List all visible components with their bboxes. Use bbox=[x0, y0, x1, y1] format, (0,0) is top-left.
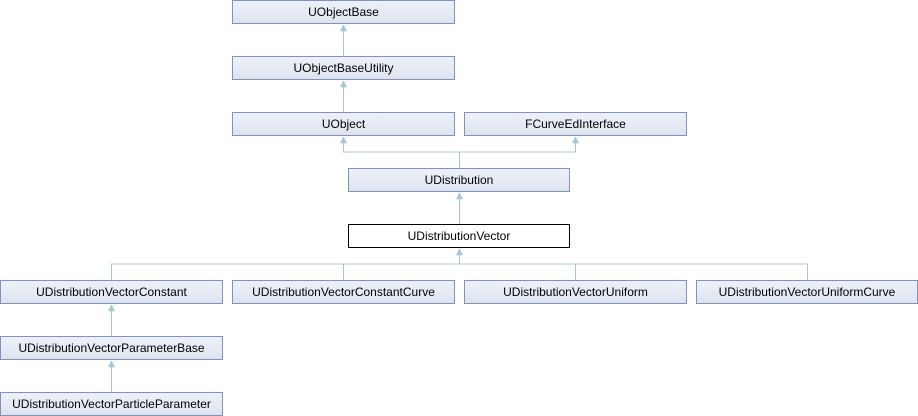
node-udistributionvectorparticleparameter[interactable]: UDistributionVectorParticleParameter bbox=[0, 392, 223, 416]
node-udistributionvectoruniform[interactable]: UDistributionVectorUniform bbox=[464, 280, 687, 304]
node-uobjectbaseutility[interactable]: UObjectBaseUtility bbox=[232, 56, 455, 80]
edge-udistribution-to-fcurvedinterface bbox=[459, 136, 579, 153]
node-uobjectbase[interactable]: UObjectBase bbox=[232, 0, 455, 24]
edge-udistribution-to-uobject bbox=[340, 136, 460, 168]
node-udistributionvectorconstantcurve[interactable]: UDistributionVectorConstantCurve bbox=[232, 280, 455, 304]
edge-children-bus bbox=[111, 263, 808, 280]
node-udistributionvectoruniformcurve[interactable]: UDistributionVectorUniformCurve bbox=[696, 280, 918, 304]
node-udistributionvectorconstant[interactable]: UDistributionVectorConstant bbox=[0, 280, 223, 304]
node-udistribution[interactable]: UDistribution bbox=[348, 168, 570, 192]
node-uobject[interactable]: UObject bbox=[232, 112, 455, 136]
node-udistributionvectorparameterbase[interactable]: UDistributionVectorParameterBase bbox=[0, 336, 223, 360]
node-udistributionvector: UDistributionVector bbox=[348, 224, 570, 248]
node-fcurvedinterface[interactable]: FCurveEdInterface bbox=[464, 112, 687, 136]
